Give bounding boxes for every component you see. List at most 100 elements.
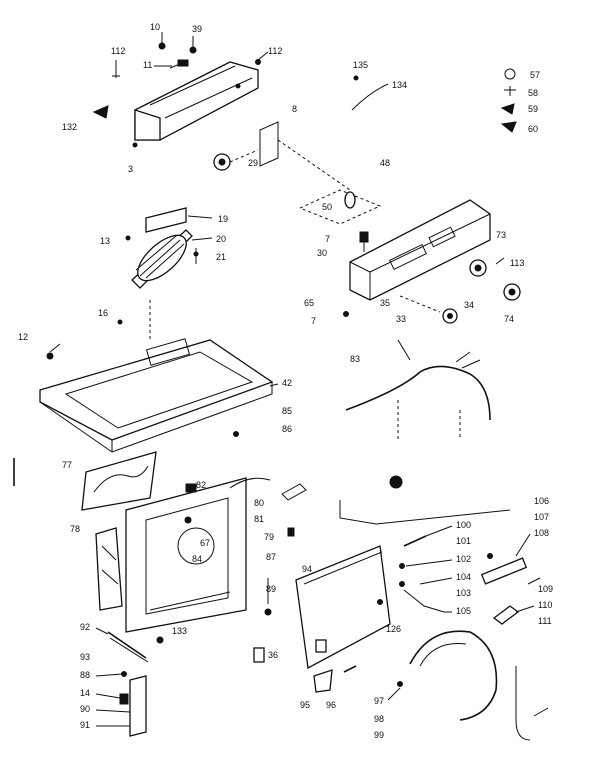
harness-83	[345, 339, 491, 440]
screw-86	[233, 431, 239, 437]
label-110: 110	[538, 600, 552, 610]
label-98: 98	[374, 714, 384, 724]
label-111: 111	[538, 616, 552, 626]
label-35: 35	[380, 298, 390, 308]
label-92: 92	[80, 622, 90, 632]
access-cover-77	[81, 451, 157, 511]
label-73: 73	[496, 230, 506, 240]
top-panel-42	[39, 338, 274, 453]
label-30: 30	[317, 248, 327, 258]
label-8: 8	[292, 104, 297, 114]
label-16: 16	[98, 308, 108, 318]
label-13: 13	[100, 236, 110, 246]
label-107: 107	[534, 512, 549, 522]
label-7a: 7	[325, 234, 330, 244]
label-33: 33	[396, 314, 406, 324]
label-82: 82	[196, 480, 206, 490]
label-126: 126	[386, 624, 401, 634]
part-103-105	[399, 581, 445, 613]
label-21: 21	[216, 252, 226, 262]
part-57	[504, 68, 516, 80]
clip-112-left	[112, 60, 120, 78]
label-83: 83	[350, 354, 360, 364]
rear-panel-94	[295, 545, 391, 670]
label-11: 11	[143, 60, 152, 70]
label-58: 58	[528, 88, 538, 98]
label-134: 134	[392, 80, 407, 90]
label-105: 105	[456, 606, 471, 616]
label-19	[145, 207, 187, 233]
bracket-95	[313, 669, 333, 693]
label-103: 103	[456, 588, 471, 598]
label-81: 81	[254, 514, 264, 524]
label-59: 59	[528, 104, 538, 114]
label-100: 100	[456, 520, 471, 530]
label-3: 3	[128, 164, 133, 174]
label-79: 79	[264, 532, 274, 542]
part-81	[229, 477, 271, 489]
label-95: 95	[300, 700, 310, 710]
label-113: 113	[510, 258, 524, 268]
panel-78	[95, 527, 123, 611]
label-74: 74	[504, 314, 514, 324]
label-20: 20	[216, 234, 226, 244]
label-88: 88	[80, 670, 90, 680]
leader-lines	[49, 32, 535, 727]
label-90: 90	[80, 704, 90, 714]
front-panel	[125, 477, 247, 633]
label-112-left: 112	[111, 46, 125, 56]
knob-73	[469, 259, 487, 277]
label-96: 96	[326, 700, 336, 710]
label-91: 91	[80, 720, 90, 730]
part-88	[121, 671, 127, 677]
label-101: 101	[456, 536, 471, 546]
switch-29	[213, 149, 259, 171]
label-80: 80	[254, 498, 264, 508]
label-132: 132	[62, 122, 77, 132]
switch-30	[359, 231, 369, 252]
label-57: 57	[530, 70, 540, 80]
label-102: 102	[456, 554, 471, 564]
label-104: 104	[456, 572, 471, 582]
label-99: 99	[374, 730, 384, 740]
label-112-right: 112	[268, 46, 282, 56]
screw-39	[189, 36, 197, 54]
console-bracket	[132, 59, 259, 148]
wire-134	[351, 75, 389, 111]
label-87: 87	[266, 552, 276, 562]
label-67: 67	[200, 538, 210, 548]
knob-34	[442, 308, 458, 324]
knob-74	[503, 283, 521, 301]
pulley	[389, 475, 403, 489]
bolt-96	[343, 665, 357, 673]
label-12: 12	[18, 332, 28, 342]
spring-89	[264, 578, 272, 616]
bolt-79	[287, 527, 295, 537]
label-19: 19	[218, 214, 228, 224]
screw-12	[46, 352, 54, 360]
label-84: 84	[192, 554, 202, 564]
clip-36	[253, 647, 265, 663]
label-10: 10	[150, 22, 160, 32]
latch-82	[185, 483, 197, 493]
label-94: 94	[302, 564, 312, 574]
label-135: 135	[353, 60, 368, 70]
label-106: 106	[534, 496, 549, 506]
base-outline	[339, 500, 511, 525]
knob-50	[344, 191, 356, 209]
hinge-92	[107, 631, 149, 663]
bracket-8	[259, 121, 351, 191]
bracket-48	[299, 189, 382, 225]
label-65: 65	[304, 298, 314, 308]
label-60: 60	[528, 124, 538, 134]
label-109: 109	[538, 584, 553, 594]
lint-screen-20	[131, 229, 193, 289]
label-85: 85	[282, 406, 292, 416]
screw-16	[117, 319, 123, 325]
bracket-90	[119, 675, 147, 737]
blower-housing	[397, 630, 549, 741]
bolt-133	[156, 636, 164, 644]
label-34: 34	[464, 300, 474, 310]
screw-10	[158, 34, 166, 50]
